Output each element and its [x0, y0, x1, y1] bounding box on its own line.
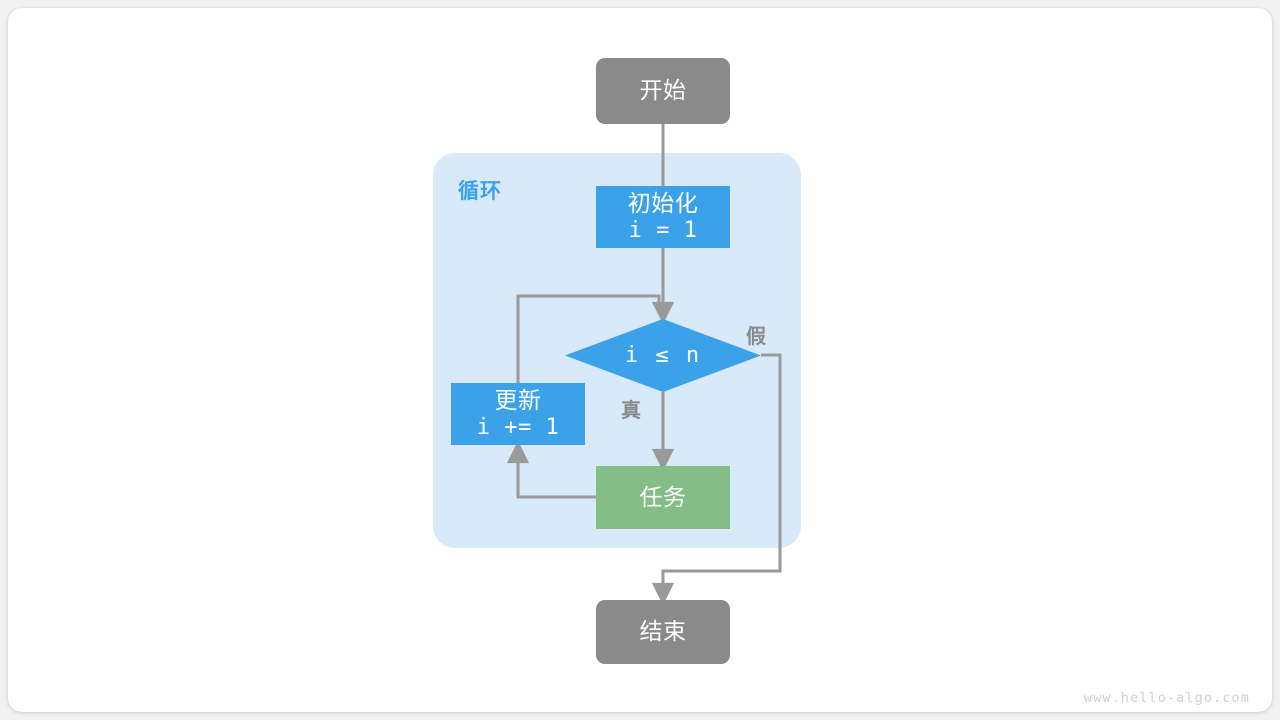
node-end[interactable]: 结束: [596, 600, 730, 664]
loop-group-label: 循环: [458, 180, 502, 203]
node-start-label: 开始: [639, 77, 687, 104]
connector-layer: [506, 124, 782, 606]
watermark: www.hello-algo.com: [1083, 690, 1250, 706]
node-init-label: 初始化: [627, 190, 699, 217]
diamond-shape: [565, 319, 761, 392]
node-task[interactable]: 任务: [596, 466, 730, 529]
node-update-label: 更新: [494, 387, 542, 414]
branch-label-true: 真: [621, 400, 642, 422]
diagram-card: 循环: [8, 8, 1272, 712]
flowchart: 循环: [8, 8, 1280, 728]
connector-task-to-update: [506, 440, 596, 499]
connector-decision-false-to-end: [651, 353, 782, 606]
node-start[interactable]: 开始: [596, 58, 730, 124]
node-task-label: 任务: [639, 483, 687, 510]
node-init-code: i = 1: [628, 217, 698, 243]
node-init[interactable]: 初始化 i = 1: [596, 186, 730, 248]
node-update-code: i += 1: [476, 414, 560, 440]
node-decision[interactable]: i ≤ n: [565, 319, 761, 392]
node-decision-label: i ≤ n: [624, 343, 702, 368]
node-update[interactable]: 更新 i += 1: [451, 383, 585, 445]
node-end-label: 结束: [639, 618, 687, 645]
branch-label-false: 假: [746, 326, 767, 348]
connector-update-to-decision: [516, 294, 661, 383]
